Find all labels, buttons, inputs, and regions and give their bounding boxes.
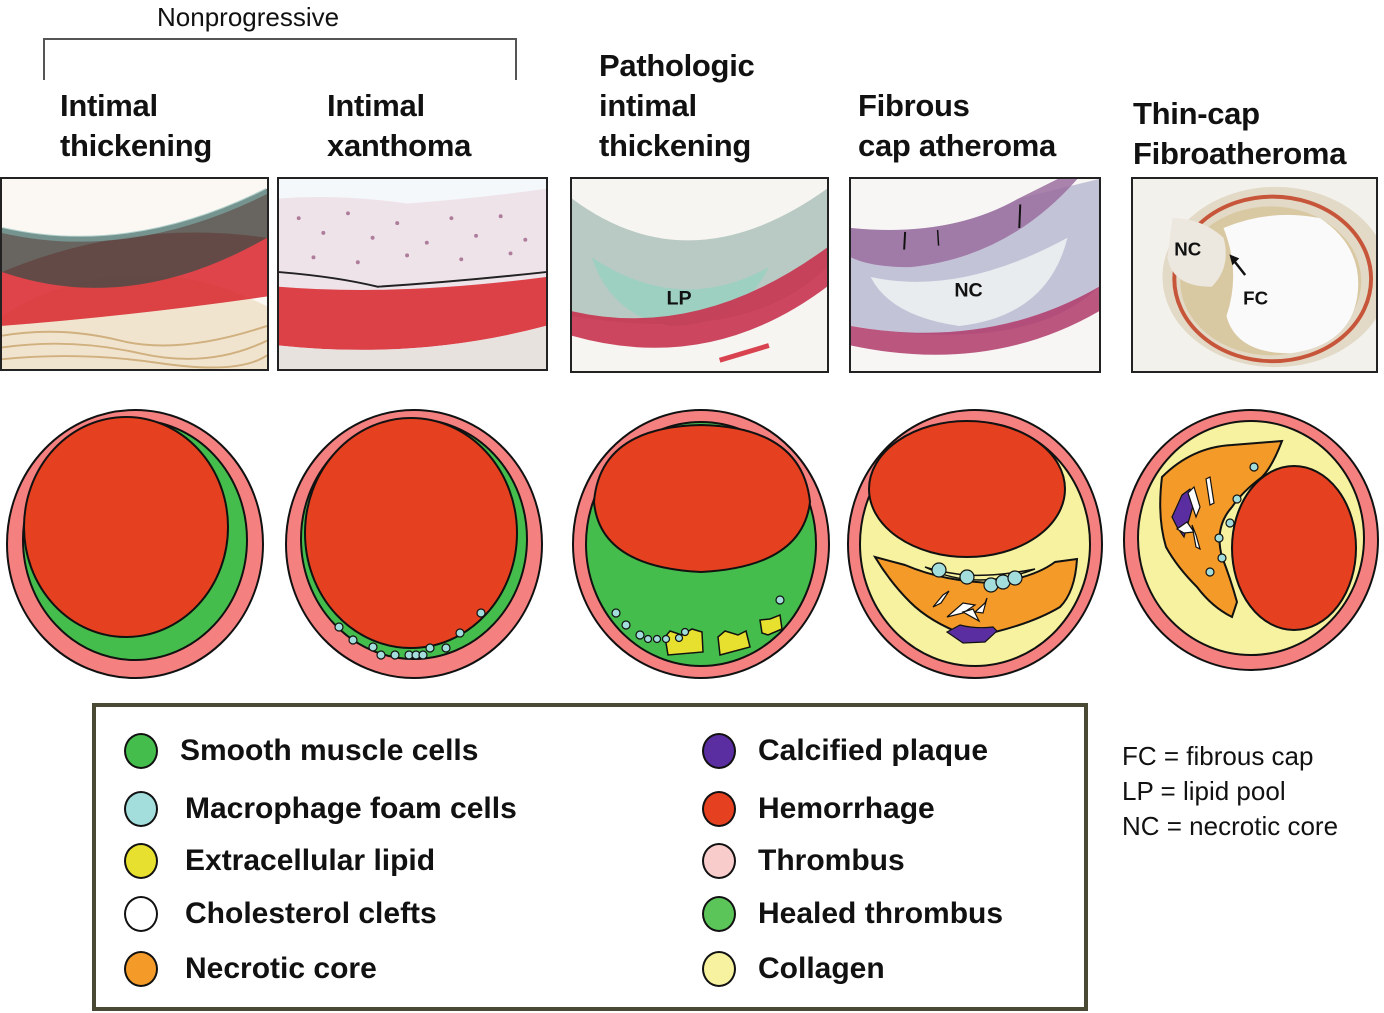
red-circle-icon (702, 791, 736, 827)
lumen-hemorrhage (1231, 465, 1357, 631)
purple-circle-icon (702, 733, 736, 769)
cholesterol-clefts (932, 590, 988, 623)
legend-label: Healed thrombus (758, 897, 1004, 930)
legend-label: Smooth muscle cells (180, 734, 479, 767)
green-circle-icon (702, 896, 736, 932)
orange-circle-icon (124, 951, 158, 987)
nonprogressive-group-label: Nonprogressive (157, 2, 340, 32)
lumen-hemorrhage (23, 416, 229, 638)
histology-image-thin-cap-fibroatheroma: NC FC (1131, 177, 1378, 373)
foam-cells (334, 608, 486, 660)
yellow-circle-icon (124, 843, 158, 879)
white-circle-icon (124, 896, 158, 932)
legend-item-hemorrhage: Hemorrhage (702, 789, 935, 829)
cyan-circle-icon (124, 791, 158, 827)
arrow-icon (1229, 254, 1247, 276)
legend-item-healed-thrombus: Healed thrombus (702, 894, 1003, 934)
extracellular-lipid (664, 628, 751, 656)
stage-title-thin-cap-fibroatheroma: Thin-cap Fibroatheroma (1133, 96, 1347, 171)
abbreviation-fc: FC = fibrous cap (1122, 741, 1314, 771)
diagram-fibrous-cap-atheroma (845, 407, 1105, 682)
legend-item-macrophage-foam-cells: Macrophage foam cells (124, 789, 517, 829)
nonprogressive-bracket (43, 38, 517, 80)
legend-item-cholesterol-clefts: Cholesterol clefts (124, 894, 437, 934)
green-circle-icon (124, 733, 158, 769)
legend-item-smooth-muscle-cells: Smooth muscle cells (124, 731, 478, 771)
histology-image-pathologic-intimal-thickening: LP (570, 177, 829, 373)
legend-label: Collagen (758, 952, 885, 985)
histology-label-fc: FC (1243, 287, 1268, 308)
legend-label: Hemorrhage (758, 792, 935, 825)
histology-image-fibrous-cap-atheroma: NC (849, 177, 1101, 373)
legend-label: Macrophage foam cells (185, 792, 517, 825)
diagram-intimal-xanthoma (283, 407, 545, 682)
legend-item-collagen: Collagen (702, 949, 885, 989)
stage-title-pathologic-intimal-thickening: Pathologic intimal thickening (599, 48, 755, 163)
cholesterol-clefts (1175, 476, 1215, 551)
diagram-pathologic-intimal-thickening (570, 407, 832, 682)
foam-cells (611, 595, 785, 644)
legend-item-necrotic-core: Necrotic core (124, 949, 377, 989)
legend-box: Smooth muscle cells Macrophage foam cell… (92, 703, 1088, 1011)
legend-label: Cholesterol clefts (185, 897, 437, 930)
diagram-thin-cap-fibroatheroma (1122, 407, 1380, 677)
abbreviation-lp: LP = lipid pool (1122, 776, 1286, 806)
legend-item-thrombus: Thrombus (702, 841, 905, 881)
legend-item-extracellular-lipid: Extracellular lipid (124, 841, 435, 881)
legend-label: Necrotic core (185, 952, 377, 985)
legend-label: Thrombus (758, 844, 905, 877)
histology-label-nc: NC (954, 280, 982, 302)
abbreviation-nc: NC = necrotic core (1122, 811, 1339, 841)
stage-title-intimal-xanthoma: Intimal xanthoma (327, 88, 472, 163)
stage-title-intimal-thickening: Intimal thickening (60, 88, 213, 163)
calcified-plaque (1171, 488, 1196, 539)
light-yellow-circle-icon (702, 951, 736, 987)
histology-label-lp: LP (667, 287, 692, 309)
histology-label-nc-tcfa: NC (1174, 238, 1201, 259)
foam-cells (1205, 462, 1259, 577)
diagram-intimal-thickening (4, 407, 266, 682)
legend-label: Calcified plaque (758, 734, 989, 767)
stage-title-fibrous-cap-atheroma: Fibrous cap atheroma (858, 88, 1056, 163)
legend-label: Extracellular lipid (185, 844, 436, 877)
pink-circle-icon (702, 843, 736, 879)
histology-image-intimal-xanthoma (277, 177, 548, 371)
legend-item-calcified-plaque: Calcified plaque (702, 731, 988, 771)
foam-cells (931, 562, 1023, 593)
calcified-plaque (945, 624, 998, 644)
histology-image-intimal-thickening (0, 177, 269, 371)
